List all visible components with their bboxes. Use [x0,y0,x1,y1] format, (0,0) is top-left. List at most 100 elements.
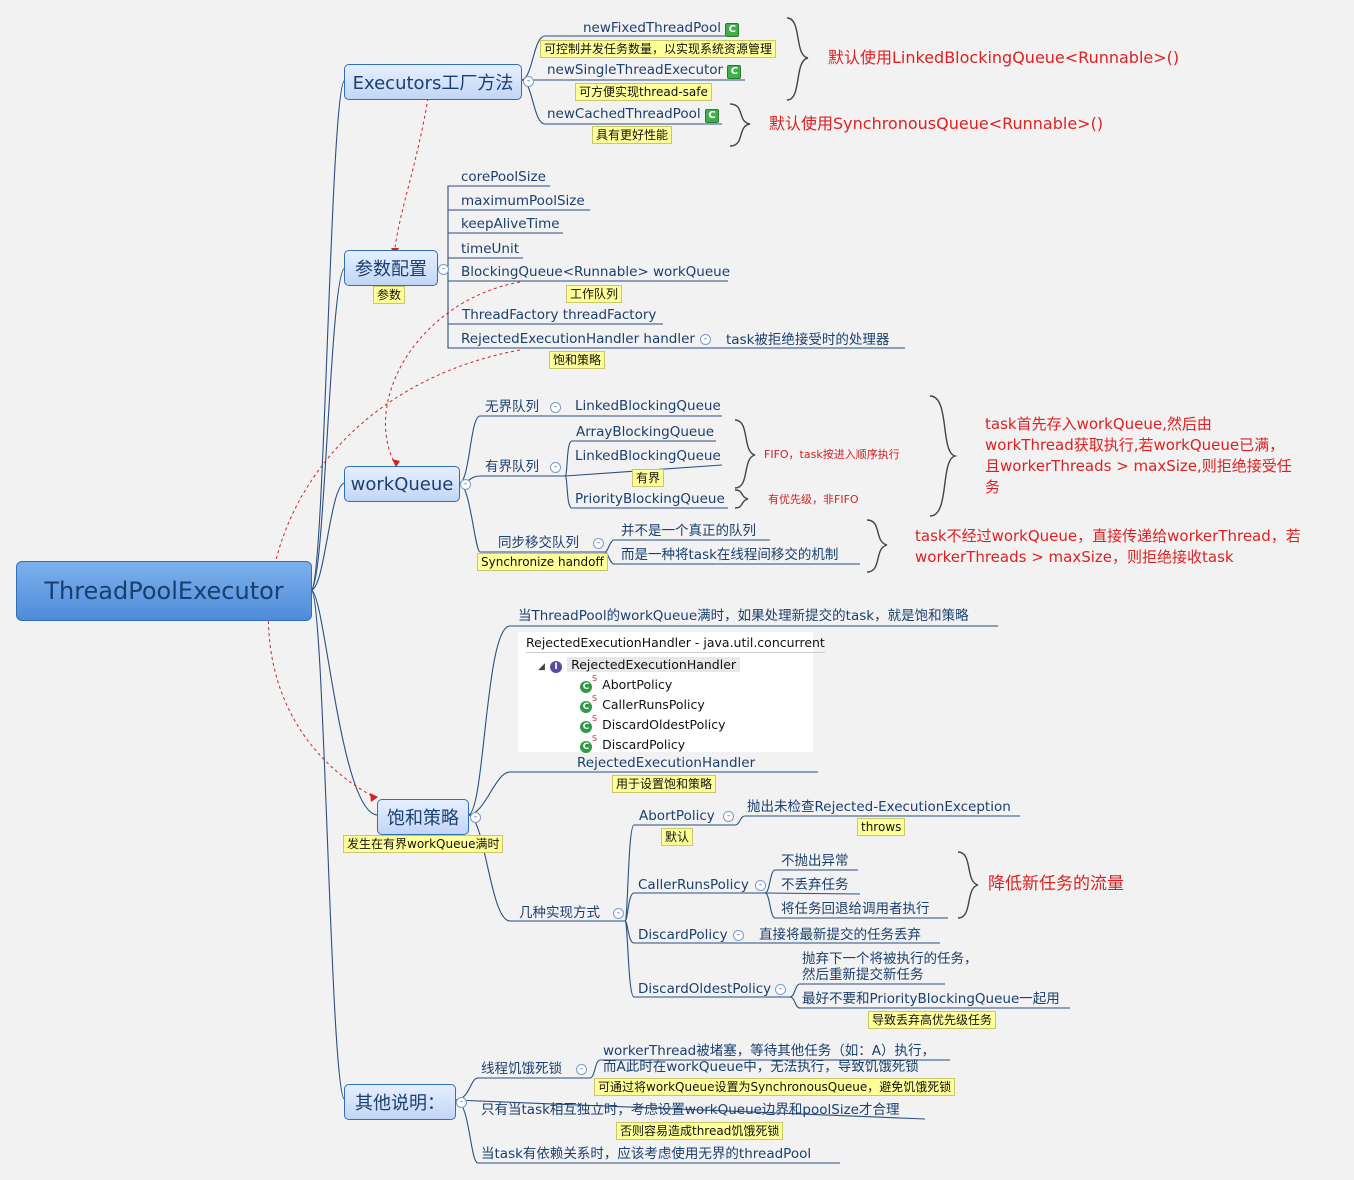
param-handler[interactable]: RejectedExecutionHandler handler [461,331,695,347]
class-tree-item-label: CallerRunsPolicy [602,697,705,712]
collapse-icon[interactable]: - [456,1097,467,1108]
abort-policy-note-tag: throws [857,818,906,836]
collapse-icon[interactable]: - [755,880,766,891]
class-tree-item[interactable]: CS DiscardOldestPolicy [580,714,725,733]
static-mark: S [592,674,598,683]
class-tree-header: RejectedExecutionHandler - java.util.con… [526,635,825,653]
workqueue-node[interactable]: workQueue [344,466,460,502]
params-node[interactable]: 参数配置 [344,250,438,286]
fifo-note: FIFO，task按进入顺序执行 [764,448,900,461]
fixed-threadpool-item[interactable]: newFixedThreadPool C [583,20,740,37]
independent-tag: 否则容易造成thread饥饿死锁 [616,1122,784,1140]
class-tree-item-label: DiscardPolicy [602,737,686,752]
class-tree-root[interactable]: ◢ I RejectedExecutionHandler [538,654,741,673]
class-icon: C [727,65,742,79]
others-node[interactable]: 其他说明： [344,1084,456,1120]
starvation-note-line: 而A此时在workQueue中，无法执行，导致饥饿死锁 [603,1059,919,1075]
param-keep-alive-time[interactable]: keepAliveTime [461,216,560,232]
collapse-icon[interactable]: - [550,462,561,473]
bounded-red-line: 且workerThreads > maxSize,则拒绝接受任 [985,457,1292,475]
bounded-queue-array[interactable]: ArrayBlockingQueue [576,424,715,440]
class-icon: C [580,741,592,753]
class-tree-item[interactable]: CS DiscardPolicy [580,734,685,753]
discard-oldest-policy[interactable]: DiscardOldestPolicy [638,981,772,997]
collapse-icon[interactable]: - [523,76,534,87]
collapse-icon[interactable]: - [723,811,734,822]
collapse-icon[interactable]: - [460,479,471,490]
bounded-queue-priority[interactable]: PriorityBlockingQueue [575,491,725,507]
class-icon: C [580,721,592,733]
bounded-queue-label[interactable]: 有界队列 [485,459,539,475]
single-thread-executor-item[interactable]: newSingleThreadExecutor C [547,62,742,79]
static-mark: S [592,734,598,743]
static-mark: S [592,694,598,703]
caller-runs-red-note: 降低新任务的流量 [988,874,1124,894]
param-handler-tag: 饱和策略 [549,351,606,369]
sync-queue-item[interactable]: 而是一种将task在线程间移交的机制 [621,547,839,563]
caller-runs-item: 不丢弃任务 [781,877,849,893]
sync-queue-item[interactable]: 并不是一个真正的队列 [621,523,756,539]
discard-oldest-note: 抛弃下一个将被执行的任务， 然后重新提交新任务 [802,951,978,983]
param-maximum-pool-size[interactable]: maximumPoolSize [461,193,585,209]
bounded-red-line: workThread获取执行,若workQueue已满， [985,436,1285,454]
bounded-queue-tag: 有界 [632,469,665,487]
class-tree-item-label: DiscardOldestPolicy [602,717,726,732]
class-tree-item[interactable]: CS CallerRunsPolicy [580,694,705,713]
class-icon: C [704,109,719,123]
abort-policy-tag: 默认 [661,828,694,846]
param-time-unit[interactable]: timeUnit [461,241,519,257]
param-core-pool-size[interactable]: corePoolSize [461,169,546,185]
saturation-intro: 当ThreadPool的workQueue满时，如果处理新提交的task，就是饱… [518,608,969,624]
bounded-queue-linked[interactable]: LinkedBlockingQueue [575,448,721,464]
collapse-icon[interactable]: - [438,264,449,275]
root-node[interactable]: ThreadPoolExecutor [16,561,312,621]
sync-queue-label[interactable]: 同步移交队列 [498,535,579,551]
class-icon: C [580,701,592,713]
discard-policy[interactable]: DiscardPolicy [638,927,728,943]
saturation-handler[interactable]: RejectedExecutionHandler [577,755,756,771]
executors-node[interactable]: Executors工厂方法 [344,64,522,100]
param-blocking-queue[interactable]: BlockingQueue<Runnable> workQueue [461,264,731,280]
cached-threadpool-note: 具有更好性能 [592,126,673,144]
independent-note: 只有当task相互独立时，考虑设置workQueue边界和poolSize才合理 [481,1102,900,1118]
cached-threadpool-label: newCachedThreadPool [547,106,701,122]
class-icon: C [725,23,740,37]
starvation-note: workerThread被堵塞，等待其他任务（如：A）执行， 而A此时在work… [603,1043,935,1075]
caller-runs-item: 将任务回退给调用者执行 [781,901,930,917]
class-icon: C [580,681,592,693]
sync-red-line: task不经过workQueue，直接传递给workerThread，若 [915,527,1301,545]
single-thread-executor-note: 可方便实现thread-safe [575,83,712,101]
dependent-note: 当task有依赖关系时，应该考虑使用无界的threadPool [481,1146,812,1162]
static-mark: S [592,714,598,723]
abort-policy[interactable]: AbortPolicy [639,808,715,824]
collapse-icon[interactable]: - [470,812,481,823]
interface-icon: I [550,661,563,673]
param-thread-factory[interactable]: ThreadFactory threadFactory [462,307,657,323]
collapse-icon[interactable]: - [613,908,624,919]
discard-oldest-warn: 最好不要和PriorityBlockingQueue一起用 [802,991,1060,1007]
starvation-label[interactable]: 线程饥饿死锁 [481,1061,562,1077]
collapse-icon[interactable]: - [550,402,561,413]
unbounded-queue-item[interactable]: LinkedBlockingQueue [575,398,721,414]
saturation-handler-tag: 用于设置饱和策略 [612,775,717,793]
unbounded-queue-label[interactable]: 无界队列 [485,399,539,415]
collapse-icon[interactable]: - [775,984,786,995]
impls-label[interactable]: 几种实现方式 [519,905,600,921]
class-tree-item[interactable]: CS AbortPolicy [580,674,672,693]
collapse-icon[interactable]: - [700,334,711,345]
collapse-icon[interactable]: - [593,538,604,549]
saturation-node[interactable]: 饱和策略 [377,799,469,835]
expand-triangle-icon[interactable]: ◢ [538,662,545,672]
discard-policy-note: 直接将最新提交的任务丢弃 [759,927,921,943]
discard-oldest-note-line: 然后重新提交新任务 [802,967,924,983]
fixed-threadpool-note: 可控制并发任务数量，以实现系统资源管理 [540,40,777,58]
collapse-icon[interactable]: - [733,930,744,941]
collapse-icon[interactable]: - [576,1064,587,1075]
cached-threadpool-item[interactable]: newCachedThreadPool C [547,106,719,123]
caller-runs-policy[interactable]: CallerRunsPolicy [638,877,749,893]
param-handler-note: task被拒绝接受时的处理器 [726,332,890,348]
abort-policy-note: 抛出未检查Rejected-ExecutionException [747,799,1011,815]
class-tree-root-label: RejectedExecutionHandler [567,657,741,672]
class-tree-panel: RejectedExecutionHandler - java.util.con… [518,632,825,753]
fixed-threadpool-label: newFixedThreadPool [583,20,722,36]
